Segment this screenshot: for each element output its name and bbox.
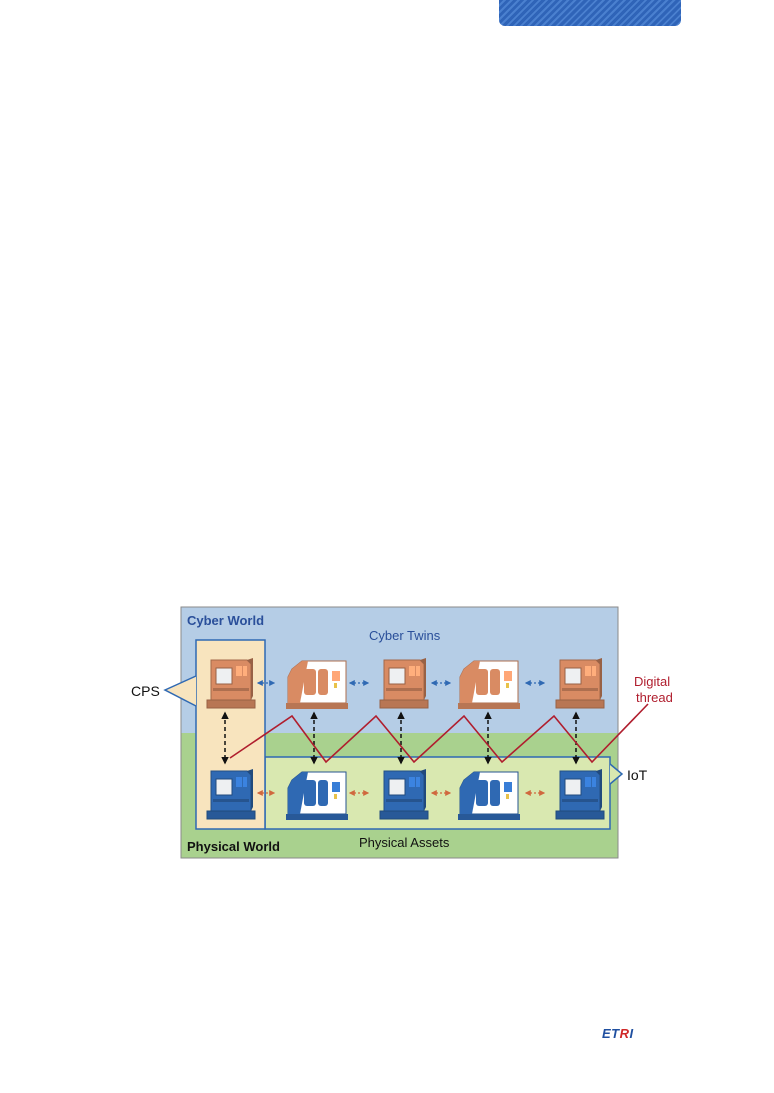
physical-asset-machine-5	[555, 769, 605, 820]
cyber-twin-machine-5	[555, 658, 605, 709]
physical-world-label: Physical World	[187, 839, 280, 854]
physical-asset-lathe-4	[458, 771, 520, 820]
physical-asset-machines	[206, 769, 605, 820]
outer-frame	[180, 606, 619, 859]
cps-label: CPS	[131, 683, 160, 699]
cyber-twin-lathe-2	[286, 660, 348, 709]
header-tab	[499, 0, 681, 26]
physical-asset-machine-1	[206, 769, 256, 820]
physical-asset-lathe-2	[286, 771, 348, 820]
iot-callout	[609, 763, 624, 785]
cps-callout	[163, 675, 197, 707]
physical-asset-machine-3	[379, 769, 429, 820]
digital-thread-line	[229, 703, 649, 764]
cyber-twin-machine-1	[206, 658, 256, 709]
digital-thread-label-line2: thread	[636, 690, 673, 705]
cyber-world-label: Cyber World	[187, 613, 264, 628]
etri-logo: ETRI	[602, 1026, 634, 1041]
physical-assets-label: Physical Assets	[359, 835, 450, 850]
cyber-twin-machines	[206, 658, 605, 709]
cyber-twin-lathe-4	[458, 660, 520, 709]
cyber-twin-machine-3	[379, 658, 429, 709]
iot-label: IoT	[627, 767, 648, 783]
twin-sync-arrows	[221, 711, 580, 765]
cyber-twins-label: Cyber Twins	[369, 628, 441, 643]
digital-thread-label-line1: Digital	[634, 674, 670, 689]
